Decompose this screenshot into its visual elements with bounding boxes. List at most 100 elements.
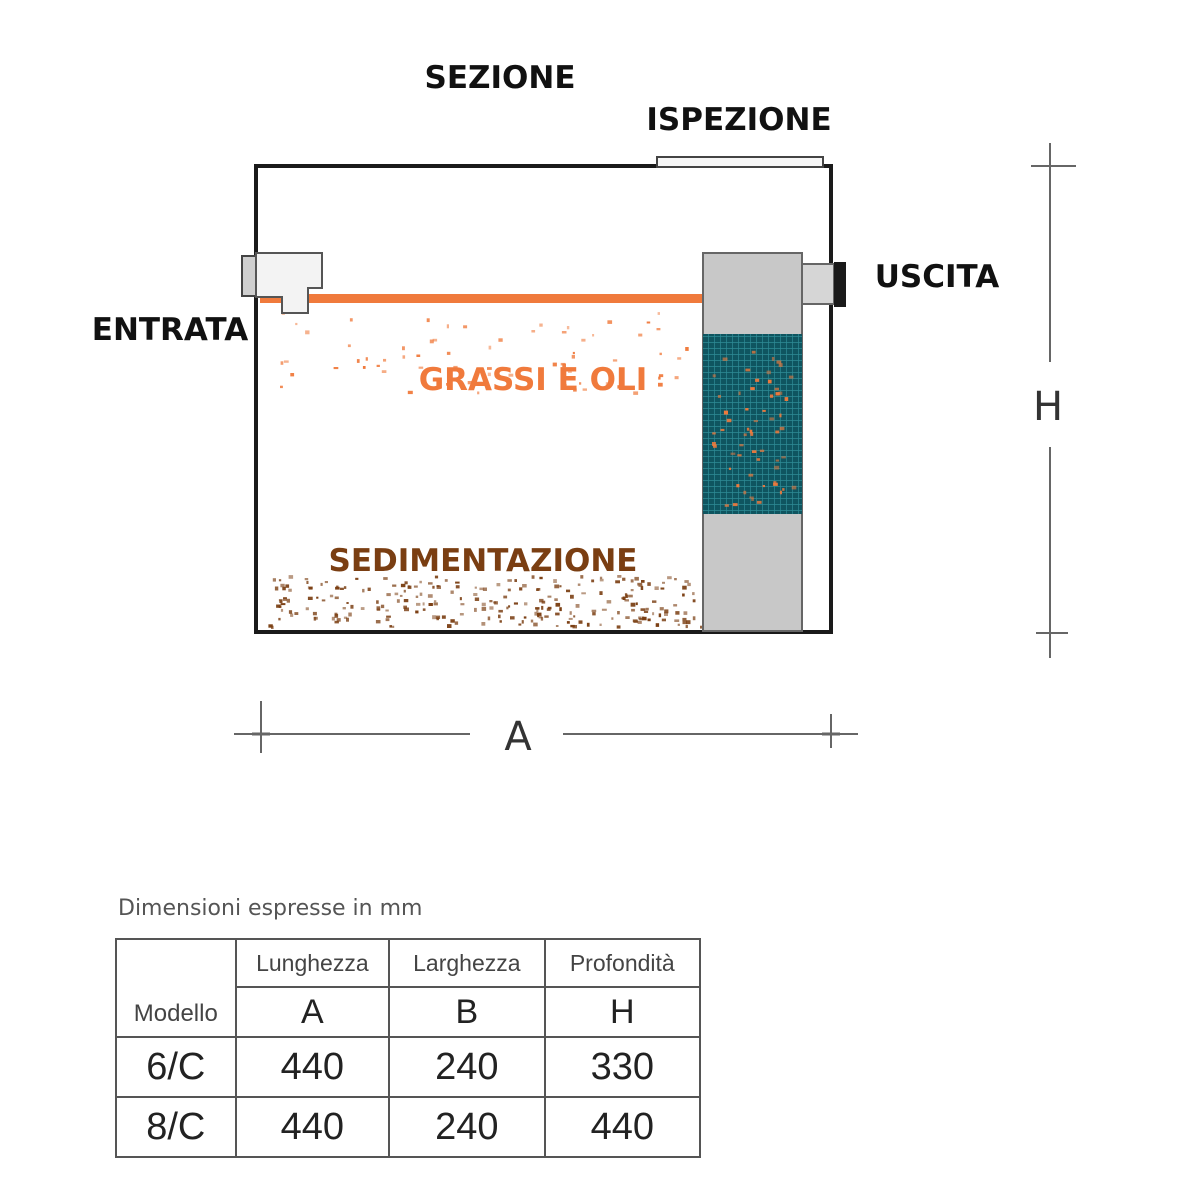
sediment-particle <box>522 584 527 588</box>
filter-droplet <box>728 467 732 470</box>
sediment-particle <box>692 599 696 603</box>
sediment-particle <box>307 586 313 589</box>
sediment-particle <box>435 615 441 619</box>
sediment-particle <box>554 584 560 589</box>
grease-droplet <box>365 357 368 361</box>
inlet-label: ENTRATA <box>92 312 248 348</box>
filter-droplet <box>773 481 777 484</box>
sediment-particle <box>459 613 464 616</box>
sediment-particle <box>385 609 389 612</box>
grease-droplet <box>568 370 572 373</box>
sediment-particle <box>640 608 646 611</box>
grease-droplet <box>446 383 450 386</box>
sediment-particle <box>350 604 354 609</box>
sediment-particle <box>624 593 628 596</box>
sediment-particle <box>510 616 515 620</box>
sediment-particle <box>573 615 576 618</box>
sediment-particle <box>403 605 407 609</box>
sediment-particle <box>630 579 634 583</box>
grease-droplet <box>685 347 689 351</box>
filter-droplet <box>748 473 754 477</box>
filter-droplet <box>745 368 751 372</box>
sediment-particle <box>581 592 586 595</box>
filter-droplet <box>766 370 771 375</box>
grease-droplet <box>566 326 570 330</box>
sediment-particle <box>592 612 596 616</box>
filter-droplet <box>712 374 716 378</box>
sediment-particle <box>640 586 644 590</box>
grease-droplet <box>658 382 663 387</box>
filter-droplet <box>781 456 786 459</box>
filter-droplet <box>713 444 717 448</box>
grease-droplet <box>531 330 536 333</box>
grease-droplet <box>446 351 451 355</box>
sediment-particle <box>631 608 635 612</box>
sediment-particle <box>547 606 552 610</box>
filter-droplet <box>745 408 749 411</box>
sediment-particle <box>403 599 409 603</box>
grease-layer <box>260 294 702 303</box>
sediment-particle <box>276 604 281 608</box>
sediment-particle <box>307 596 313 600</box>
grease-droplet <box>488 345 492 350</box>
sediment-particle <box>455 581 460 584</box>
sediment-particle <box>645 607 649 611</box>
sediment-particle <box>386 615 391 618</box>
sediment-particle <box>343 586 347 589</box>
sediment-particle <box>524 602 528 606</box>
filter-droplet <box>737 454 742 457</box>
inspection-cover <box>656 156 824 168</box>
sediment-particle <box>667 576 672 580</box>
sediment-particle <box>268 624 273 628</box>
value-cell: 440 <box>234 1096 391 1158</box>
sediment-particle <box>278 617 281 621</box>
filter-droplet <box>712 442 716 446</box>
filter-droplet <box>730 452 736 455</box>
filter-droplet <box>749 496 754 499</box>
column-header-depth: Profondità <box>543 938 702 988</box>
grease-droplet <box>383 358 387 362</box>
grease-droplet <box>539 323 543 327</box>
grease-droplet <box>356 359 360 363</box>
sediment-particle <box>416 602 421 606</box>
grease-droplet <box>646 321 651 324</box>
sediment-particle <box>362 588 365 593</box>
grease-droplet <box>658 376 661 380</box>
sediment-particle <box>283 597 287 599</box>
filter-droplet <box>782 488 785 491</box>
filter-droplet <box>769 394 774 398</box>
filter-droplet <box>755 378 760 382</box>
value-cell: 440 <box>543 1096 702 1158</box>
sediment-particle <box>474 607 477 612</box>
sediment-particle <box>531 575 535 579</box>
sediment-particle <box>355 577 359 580</box>
sediment-particle <box>460 603 465 606</box>
sediment-particle <box>599 578 604 582</box>
sediment-particle <box>498 609 503 613</box>
filter-droplet <box>751 350 756 354</box>
sediment-particle <box>428 603 433 606</box>
sediment-particle <box>664 612 668 616</box>
sediment-particle <box>496 583 501 587</box>
grease-droplet <box>579 382 582 385</box>
table-caption: Dimensioni espresse in mm <box>118 896 423 921</box>
sediment-particle <box>312 611 317 616</box>
sediment-particle <box>647 618 651 622</box>
filter-droplet <box>778 391 783 395</box>
sediment-particle <box>540 616 544 621</box>
sediment-particle <box>392 584 397 587</box>
sediment-particles <box>268 575 703 629</box>
sediment-particle <box>428 582 433 585</box>
filter-droplet <box>738 391 741 396</box>
sediment-particle <box>343 616 348 619</box>
grease-droplet <box>656 328 661 331</box>
sediment-particle <box>348 612 352 617</box>
sediment-particle <box>403 589 406 593</box>
sediment-particle <box>507 579 512 582</box>
grease-droplet <box>581 338 586 342</box>
filter-droplet <box>712 432 716 435</box>
grease-droplet <box>508 373 514 377</box>
inlet-pipe <box>241 252 323 314</box>
grease-droplet <box>290 373 295 377</box>
grease-droplet <box>426 318 430 323</box>
